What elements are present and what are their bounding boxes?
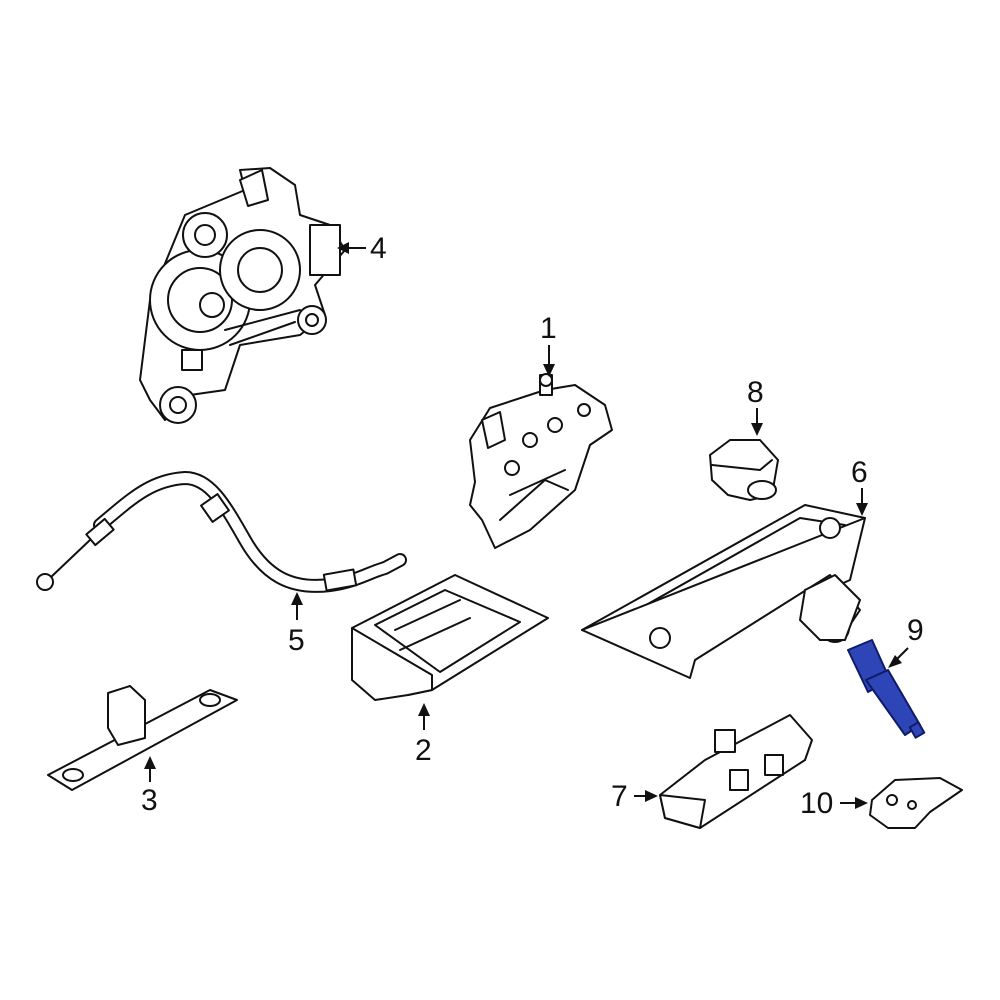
- callout-5-label: 5: [288, 624, 305, 657]
- callout-3: 3: [141, 756, 158, 817]
- callout-6-label: 6: [851, 456, 868, 489]
- part-9-highlighted: [847, 639, 926, 739]
- callout-4-label: 4: [370, 232, 387, 265]
- callout-4: 4: [337, 232, 387, 265]
- callout-9-label: 9: [907, 614, 924, 647]
- callout-9: 9: [888, 614, 924, 668]
- callout-3-label: 3: [141, 784, 158, 817]
- callout-6: 6: [851, 456, 868, 516]
- part-7-switch: [659, 714, 813, 829]
- part-10-clip: [869, 777, 963, 829]
- callout-10-label: 10: [800, 787, 833, 820]
- callout-7: 7: [611, 780, 658, 813]
- callout-1: 1: [540, 312, 557, 377]
- callout-8: 8: [747, 376, 764, 436]
- part-1-latch: [469, 373, 613, 549]
- callout-2: 2: [415, 703, 432, 767]
- callout-7-label: 7: [611, 780, 628, 813]
- callout-8-label: 8: [747, 376, 764, 409]
- part-8-sensor: [709, 439, 779, 501]
- part-2-bracket: [351, 574, 549, 701]
- part-5-cable: [36, 471, 407, 593]
- callout-1-label: 1: [540, 312, 557, 345]
- part-3-strip: [47, 685, 238, 791]
- callout-5: 5: [288, 592, 305, 657]
- callout-10: 10: [800, 787, 868, 820]
- callout-2-label: 2: [415, 734, 432, 767]
- part-4-actuator: [139, 167, 346, 424]
- part-6-handle: [581, 504, 866, 679]
